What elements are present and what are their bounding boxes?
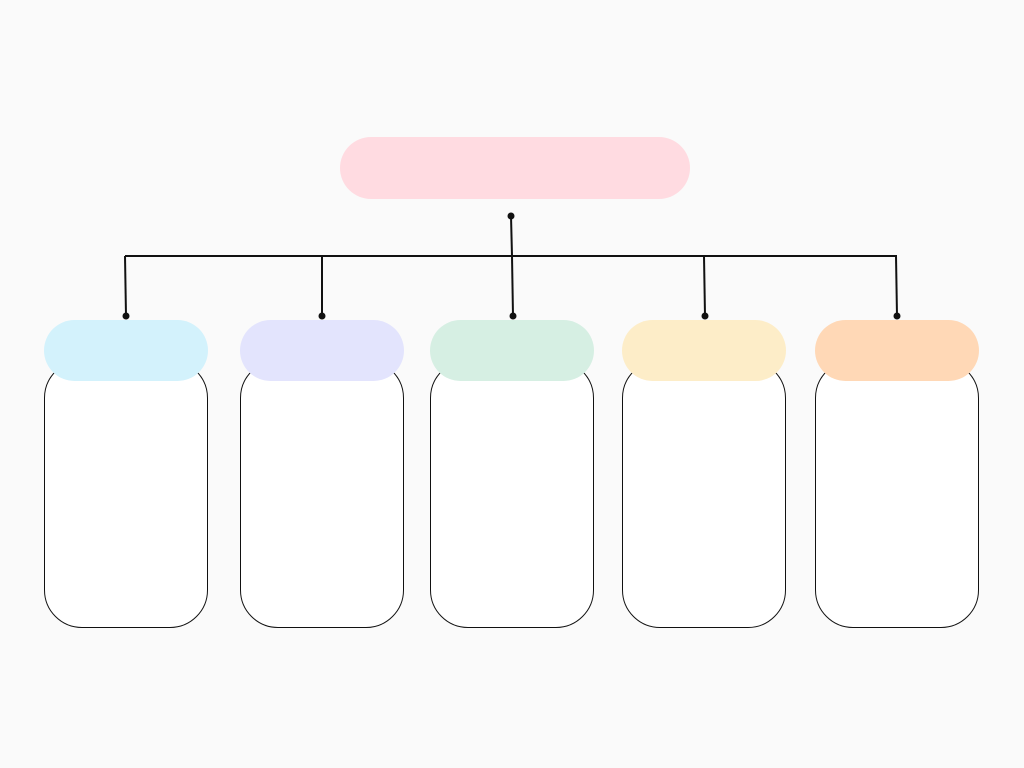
branch-1-header[interactable] (44, 320, 208, 381)
branch-5 (815, 320, 979, 628)
branch-3-card[interactable] (430, 360, 594, 628)
branch-4-header[interactable] (622, 320, 786, 381)
branch-5-card[interactable] (815, 360, 979, 628)
branch-3-header[interactable] (430, 320, 594, 381)
branch-1 (44, 320, 208, 628)
branch-2 (240, 320, 404, 628)
root-node[interactable] (340, 137, 690, 199)
branch-3-drop-line (511, 255, 514, 317)
branch-1-connector-dot (122, 312, 130, 320)
branch-3 (430, 320, 594, 628)
branch-4-drop-line (703, 255, 706, 317)
branch-2-header[interactable] (240, 320, 404, 381)
branch-1-drop-line (124, 255, 127, 317)
branch-1-card[interactable] (44, 360, 208, 628)
root-stem-line (510, 215, 513, 257)
branch-4-card[interactable] (622, 360, 786, 628)
branch-5-connector-dot (893, 312, 901, 320)
branch-5-header[interactable] (815, 320, 979, 381)
branch-4 (622, 320, 786, 628)
branch-2-card[interactable] (240, 360, 404, 628)
branch-5-drop-line (895, 255, 898, 317)
branch-2-connector-dot (318, 312, 326, 320)
branch-3-connector-dot (509, 312, 517, 320)
branch-4-connector-dot (701, 312, 709, 320)
